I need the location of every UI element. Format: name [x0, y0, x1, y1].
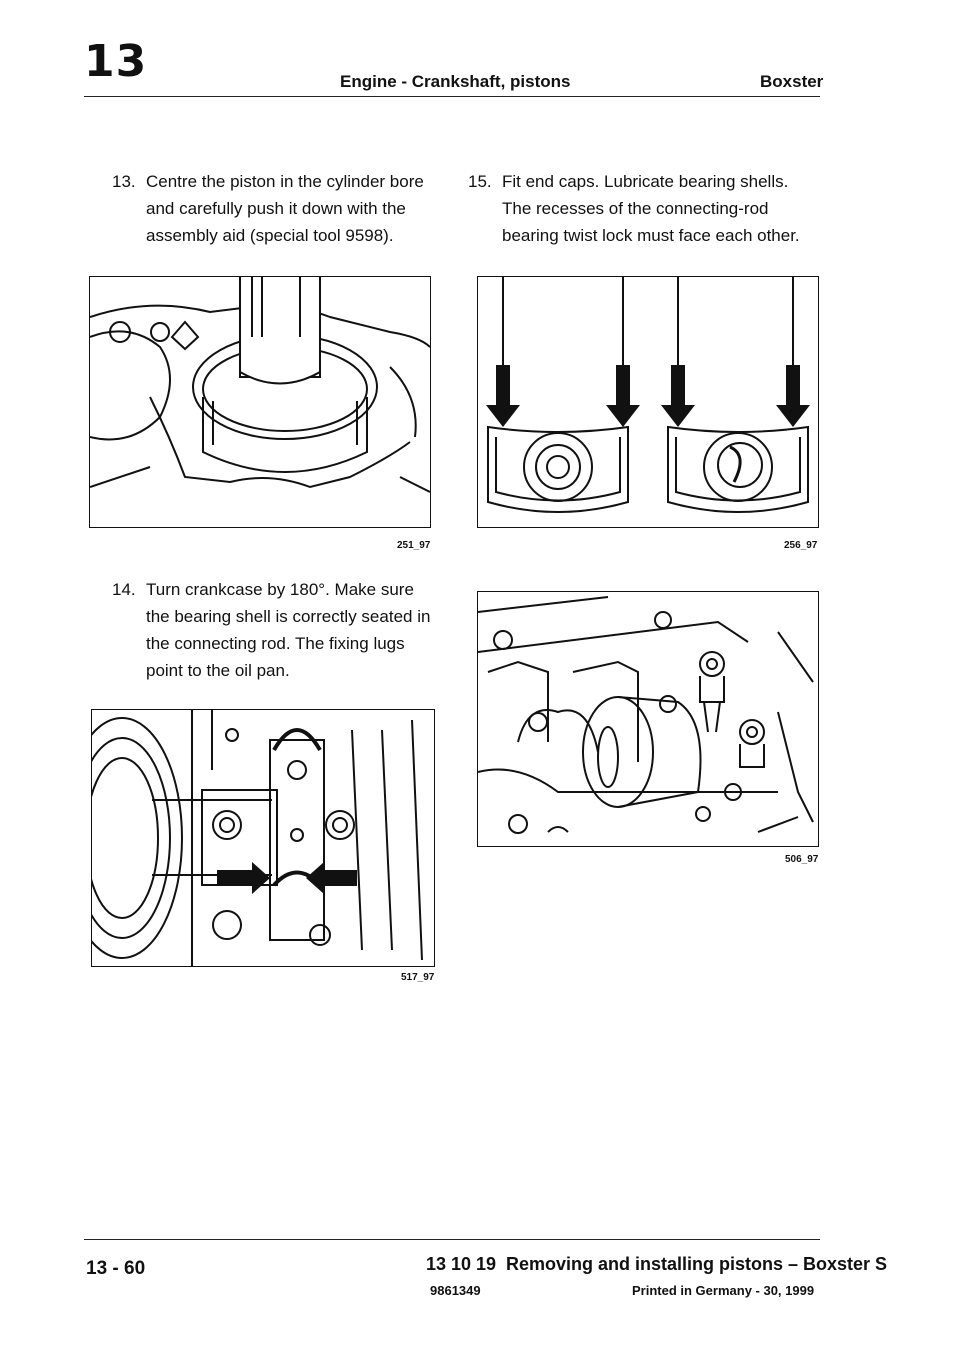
step-number: 15. — [468, 172, 492, 191]
step-14: 14. Turn crankcase by 180°. Make sure th… — [112, 576, 432, 684]
step-number: 14. — [112, 580, 136, 599]
figure-caption: 256_97 — [784, 540, 818, 551]
step-text: Fit end caps. Lubricate bearing shells. … — [502, 172, 800, 245]
section-title: Removing and installing pistons – Boxste… — [506, 1254, 888, 1274]
crankcase-illustration — [478, 596, 814, 834]
figure-caption: 517_97 — [401, 972, 435, 983]
header-rule — [84, 96, 820, 97]
page-number: 13 - 60 — [86, 1258, 146, 1279]
header-model: Boxster — [760, 72, 824, 91]
step-number: 13. — [112, 172, 136, 191]
end-caps-illustration — [486, 277, 810, 513]
figure-crankcase-bolts — [477, 591, 819, 847]
step-text: Turn crankcase by 180°. Make sure the be… — [146, 580, 431, 680]
bearing-shell-illustration — [92, 710, 423, 966]
figure-bearing-shell — [91, 709, 435, 967]
figure-piston-assembly-aid — [89, 276, 431, 528]
chapter-number: 13 — [84, 36, 148, 87]
part-number: 9861349 — [430, 1283, 481, 1298]
figure-caption: 251_97 — [397, 540, 431, 551]
printed-note: Printed in Germany - 30, 1999 — [632, 1283, 815, 1298]
step-text: Centre the piston in the cylinder bore a… — [146, 172, 424, 245]
step-13: 13. Centre the piston in the cylinder bo… — [112, 168, 442, 249]
footer-rule — [84, 1239, 820, 1240]
step-15: 15. Fit end caps. Lubricate bearing shel… — [468, 168, 818, 249]
figure-end-caps — [477, 276, 819, 528]
section-code: 13 10 19 — [426, 1254, 497, 1274]
header-title: Engine - Crankshaft, pistons — [340, 72, 571, 91]
figure-caption: 506_97 — [785, 854, 819, 865]
piston-illustration — [90, 277, 430, 493]
